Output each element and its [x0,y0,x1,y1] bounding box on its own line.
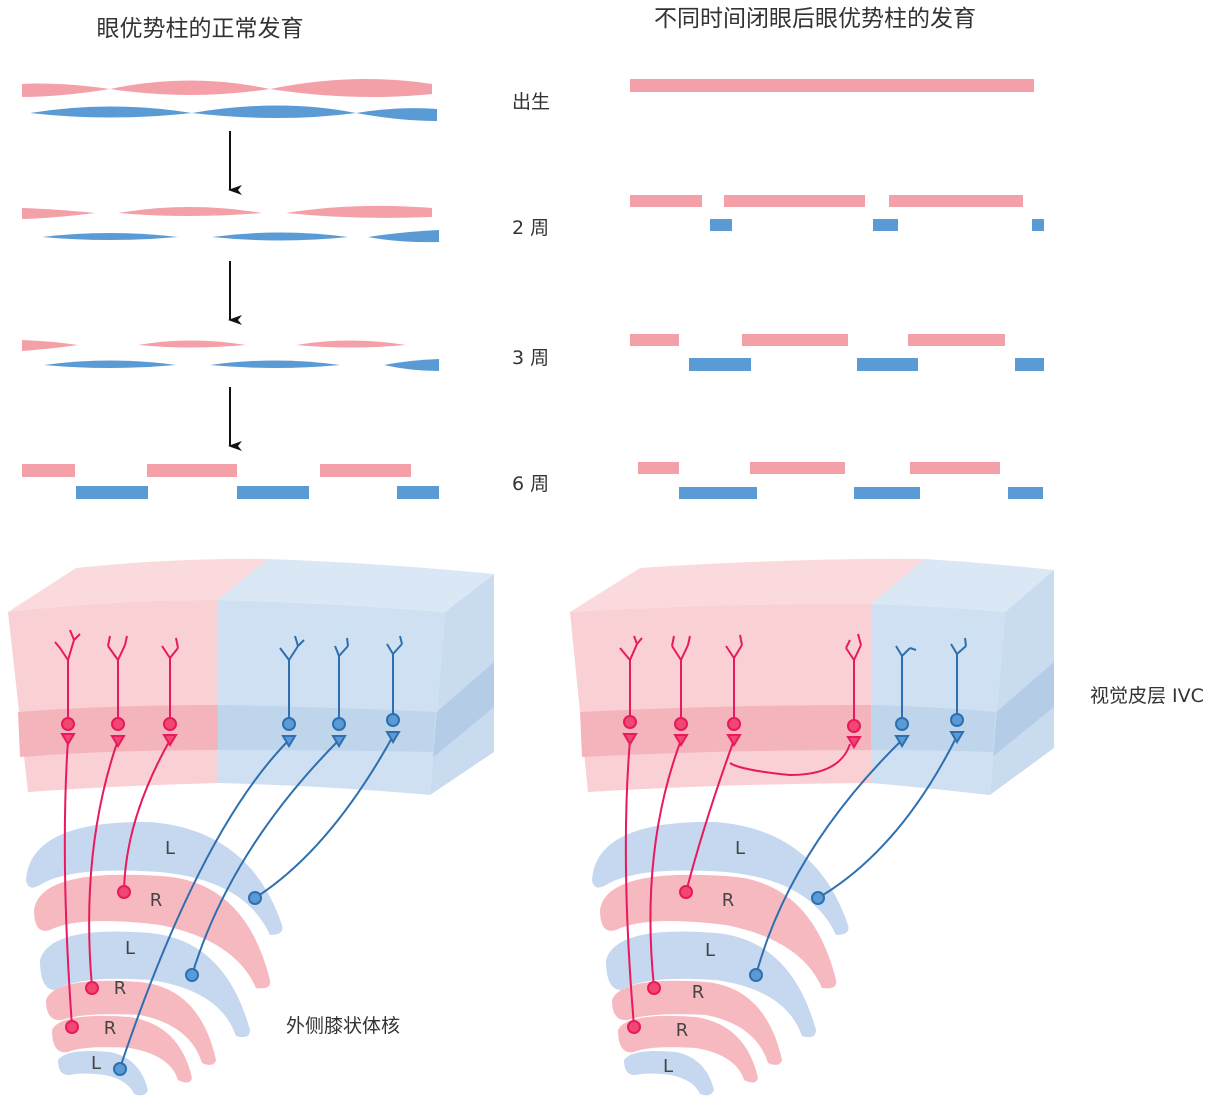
title-deprived: 不同时间闭眼后眼优势柱的发育 [654,6,976,32]
strip-3w-normal [22,340,439,371]
lgn-layer-label: L [705,940,715,961]
strip-birth-normal [22,79,437,121]
lgn-layer-label: L [735,838,745,859]
lgn-layer-label: L [91,1053,101,1074]
lgn-label: 外侧膝状体核 [286,1015,400,1037]
lgn-layer-label: R [150,890,163,911]
strip-6w-normal [22,464,439,499]
cortex-block-normal [8,558,494,795]
lgn-layer-label: R [104,1018,117,1039]
strip-birth-deprived [630,79,1034,92]
cortex-block-deprived [570,558,1054,795]
strip-3w-deprived [630,334,1044,371]
cortex-label: 视觉皮层 IVC [1090,685,1204,707]
stage-label-birth: 出生 [512,91,550,113]
normal-development-strips [22,79,439,499]
lgn-layer-label: L [663,1056,673,1077]
strip-2w-normal [22,205,439,243]
strip-6w-deprived [638,462,1043,499]
deprived-development-strips [630,79,1044,499]
axons-normal [54,629,403,1076]
title-normal: 眼优势柱的正常发育 [97,16,304,42]
strip-2w-deprived [630,195,1044,231]
lgn-normal: L R L R R L [26,821,283,1096]
lgn-layer-label: L [165,838,175,859]
lgn-layer-label: L [125,938,135,959]
lgn-layer-label: R [692,982,705,1003]
lgn-deprived: L R L R R L [592,821,849,1096]
lgn-layer-label: R [676,1020,689,1041]
stage-label-2w: 2 周 [512,217,549,239]
lgn-layer-label: R [722,890,735,911]
stage-label-3w: 3 周 [512,347,549,369]
stage-label-6w: 6 周 [512,473,549,495]
axons-deprived [619,633,967,1034]
lgn-layer-label: R [114,978,127,999]
